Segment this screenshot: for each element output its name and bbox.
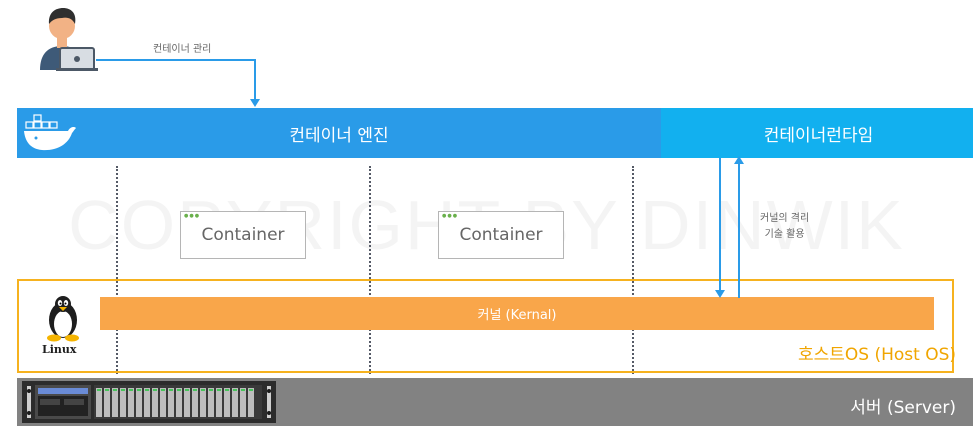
container-runtime-label: 컨테이너런타임	[763, 125, 874, 146]
container-box: ●●● Container	[180, 211, 306, 259]
manage-label: 컨테이너 관리	[153, 44, 212, 55]
kernel-isolation-line1: 커널의 격리	[760, 213, 810, 224]
separator-line	[632, 166, 634, 374]
linux-label: Linux	[42, 343, 77, 356]
server-rack-icon	[22, 381, 276, 423]
container-label: Container	[201, 225, 285, 245]
user-laptop-icon	[40, 8, 98, 71]
window-dots-icon: ●●●	[184, 213, 201, 219]
window-dots-icon: ●●●	[442, 213, 459, 219]
linux-tux-icon	[47, 296, 79, 342]
kernel-isolation-label: 커널의 격리 기술 활용	[760, 211, 809, 243]
separator-line	[369, 166, 371, 374]
host-os-label: 호스트OS (Host OS)	[797, 345, 956, 365]
container-engine-label: 컨테이너 엔진	[289, 125, 389, 146]
separator-line	[116, 166, 118, 374]
kernel-label: 커널 (Kernal)	[477, 308, 557, 323]
kernel-isolation-line2: 기술 활용	[764, 229, 805, 240]
container-box: ●●● Container	[438, 211, 564, 259]
container-engine-bar: 컨테이너 엔진	[17, 108, 661, 158]
container-runtime-bar: 컨테이너런타임	[661, 108, 973, 158]
host-os-box	[17, 279, 954, 373]
server-label: 서버 (Server)	[850, 398, 956, 418]
docker-whale-icon	[24, 114, 76, 151]
container-label: Container	[459, 225, 543, 245]
kernel-bar: 커널 (Kernal)	[100, 297, 934, 330]
